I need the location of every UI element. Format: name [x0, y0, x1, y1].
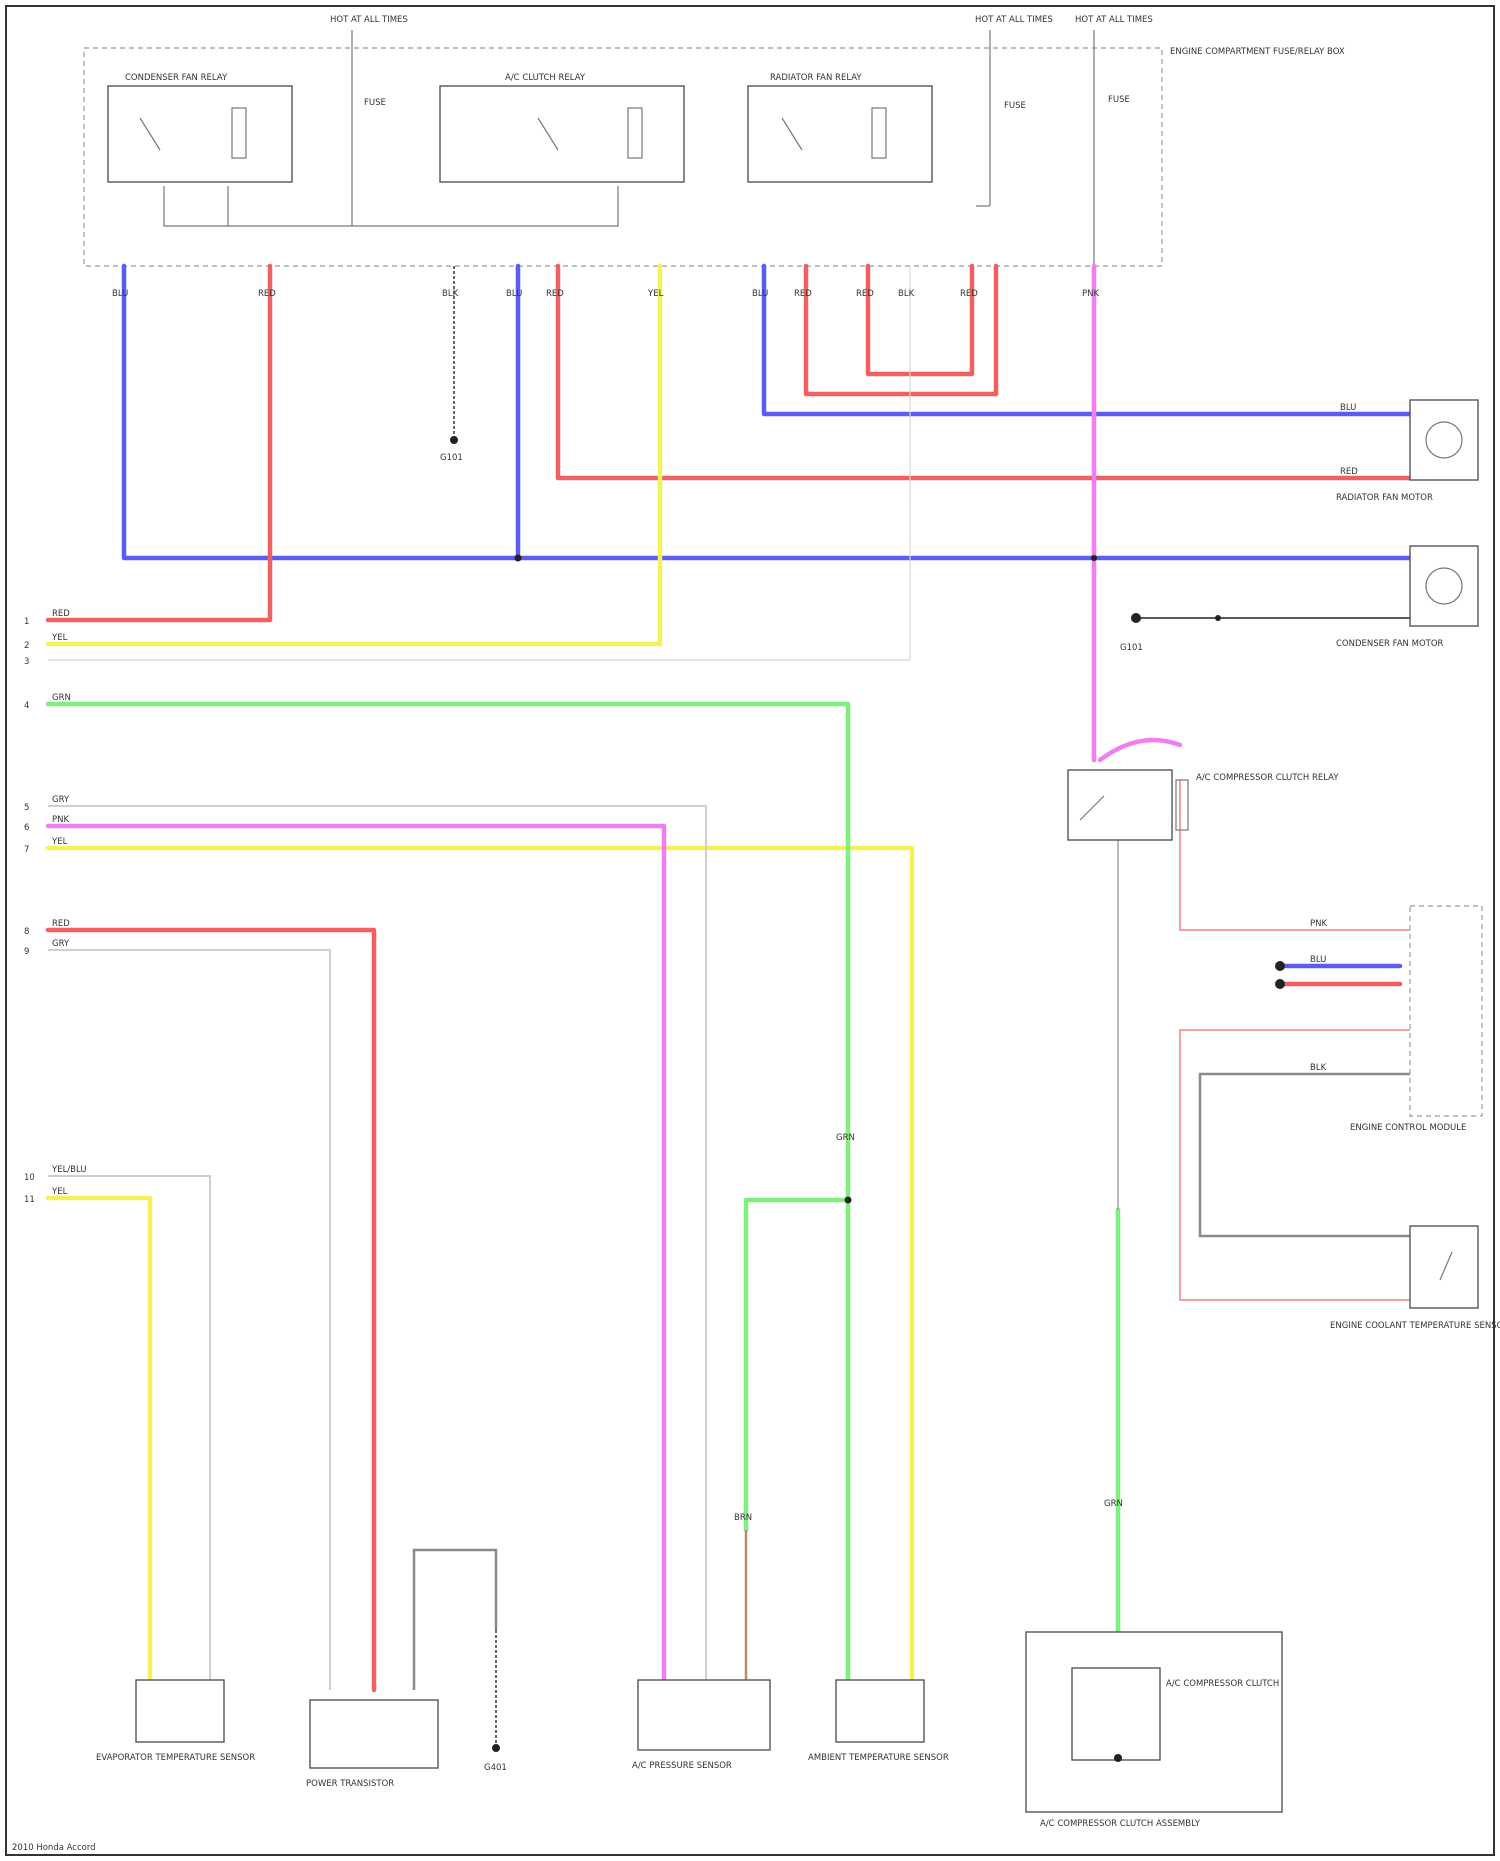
wire-label-16: GRN — [52, 693, 71, 703]
wire-pink-thin — [1180, 780, 1410, 1300]
wire-label-22: YEL — [51, 1187, 68, 1197]
condenser-fan-motor: CONDENSER FAN MOTOR — [1336, 546, 1478, 649]
wire-label-2: BLK — [442, 289, 459, 299]
wire-label-7: RED — [794, 289, 812, 299]
fuse-label-1: FUSE — [364, 98, 386, 108]
wire-label-10: RED — [960, 289, 978, 299]
ac-pressure-sensor: A/C PRESSURE SENSOR — [632, 1680, 770, 1771]
ambient-temperature-sensor: AMBIENT TEMPERATURE SENSOR — [808, 1680, 949, 1763]
wire-label-0: BLU — [112, 289, 128, 299]
relay-label-condenser: CONDENSER FAN RELAY — [125, 73, 228, 83]
pin-5: 5 — [24, 803, 29, 813]
evap-sensor-label: EVAPORATOR TEMPERATURE SENSOR — [96, 1753, 255, 1763]
ac-pressure-sensor-label: A/C PRESSURE SENSOR — [632, 1761, 732, 1771]
pin-10: 10 — [24, 1173, 35, 1183]
wire-label-9: BLK — [898, 289, 915, 299]
wire-label-18: PNK — [52, 815, 69, 825]
radiator-fan-relay: RADIATOR FAN RELAY — [748, 73, 932, 182]
power-transistor-label: POWER TRANSISTOR — [306, 1779, 394, 1789]
power-transistor: POWER TRANSISTOR — [306, 1700, 438, 1789]
wire-label-6: BLU — [752, 289, 768, 299]
wire-label-14: RED — [52, 609, 70, 619]
pin-6: 6 — [24, 823, 29, 833]
ambient-sensor-label: AMBIENT TEMPERATURE SENSOR — [808, 1753, 949, 1763]
wire-labels: BLU RED BLK BLU RED YEL BLU RED RED BLK … — [51, 289, 1358, 1523]
hot-label-1: HOT AT ALL TIMES — [330, 15, 408, 25]
ac-compressor-clutch-relay-label: A/C COMPRESSOR CLUTCH RELAY — [1196, 773, 1339, 783]
ground-g401: G401 — [484, 1630, 507, 1773]
wire-label-15: YEL — [51, 633, 68, 643]
wire-label-5: YEL — [647, 289, 664, 299]
fuse-label-2: FUSE — [1004, 101, 1026, 111]
engine-coolant-temp-sensor: ENGINE COOLANT TEMPERATURE SENSOR — [1330, 1226, 1500, 1331]
wire-label-8: RED — [856, 289, 874, 299]
relay-label-radiator: RADIATOR FAN RELAY — [770, 73, 862, 83]
wire-label-26: PNK — [1310, 919, 1327, 929]
condenser-fan-motor-label: CONDENSER FAN MOTOR — [1336, 639, 1444, 649]
wire-label-25: GRN — [1104, 1499, 1123, 1509]
ac-clutch-assembly-label: A/C COMPRESSOR CLUTCH ASSEMBLY — [1040, 1819, 1201, 1829]
fuse-label-3: FUSE — [1108, 95, 1130, 105]
pin-7: 7 — [24, 845, 29, 855]
wire-label-29: BRN — [734, 1513, 752, 1523]
underhood-fuse-box-label: ENGINE COMPARTMENT FUSE/RELAY BOX — [1170, 47, 1345, 57]
ac-compressor-clutch-relay: A/C COMPRESSOR CLUTCH RELAY — [1068, 770, 1339, 840]
hot-label-3: HOT AT ALL TIMES — [1075, 15, 1153, 25]
wire-green-main — [48, 704, 1118, 1690]
pin-3: 3 — [24, 657, 29, 667]
wire-label-1: RED — [258, 289, 276, 299]
footer-text: 2010 Honda Accord — [12, 1843, 96, 1853]
condenser-fan-relay: CONDENSER FAN RELAY — [108, 73, 292, 182]
wire-label-4: RED — [546, 289, 564, 299]
wire-label-17: GRY — [52, 795, 70, 805]
ground-label-1: G101 — [440, 453, 463, 463]
left-pin-numbers: 1 2 3 4 5 6 7 8 9 10 11 — [24, 617, 35, 1205]
wire-label-12: BLU — [1340, 403, 1356, 413]
pin-4: 4 — [24, 701, 29, 711]
wire-label-23: YEL/BLU — [51, 1165, 87, 1175]
pin-2: 2 — [24, 641, 29, 651]
ground-label-2: G101 — [1120, 643, 1143, 653]
pin-11: 11 — [24, 1195, 35, 1205]
wire-label-13: RED — [1340, 467, 1358, 477]
relay-label-ac-clutch: A/C CLUTCH RELAY — [505, 73, 586, 83]
ect-sensor-label: ENGINE COOLANT TEMPERATURE SENSOR — [1330, 1321, 1500, 1331]
ac-compressor-clutch-assembly: A/C COMPRESSOR CLUTCH A/C COMPRESSOR CLU… — [1026, 1632, 1282, 1829]
ecm-label: ENGINE CONTROL MODULE — [1350, 1123, 1466, 1133]
engine-control-module: ENGINE CONTROL MODULE — [1350, 906, 1482, 1133]
wire-red-main — [48, 266, 1410, 1690]
pin-9: 9 — [24, 947, 29, 957]
wire-label-24: GRN — [836, 1133, 855, 1143]
wire-label-20: RED — [52, 919, 70, 929]
pin-8: 8 — [24, 927, 29, 937]
ac-clutch-relay: A/C CLUTCH RELAY — [440, 73, 684, 182]
wire-label-28: BLK — [1310, 1063, 1327, 1073]
wire-label-21: GRY — [52, 939, 70, 949]
wire-label-19: YEL — [51, 837, 68, 847]
wire-label-27: BLU — [1310, 955, 1326, 965]
junction-nodes — [515, 555, 1286, 1204]
radiator-fan-motor-label: RADIATOR FAN MOTOR — [1336, 493, 1433, 503]
wire-label-3: BLU — [506, 289, 522, 299]
hot-label-2: HOT AT ALL TIMES — [975, 15, 1053, 25]
ac-clutch-label: A/C COMPRESSOR CLUTCH — [1166, 1679, 1279, 1689]
ground-label-3: G401 — [484, 1763, 507, 1773]
pin-1: 1 — [24, 617, 29, 627]
evaporator-temperature-sensor: EVAPORATOR TEMPERATURE SENSOR — [96, 1680, 255, 1763]
wire-label-11: PNK — [1082, 289, 1099, 299]
